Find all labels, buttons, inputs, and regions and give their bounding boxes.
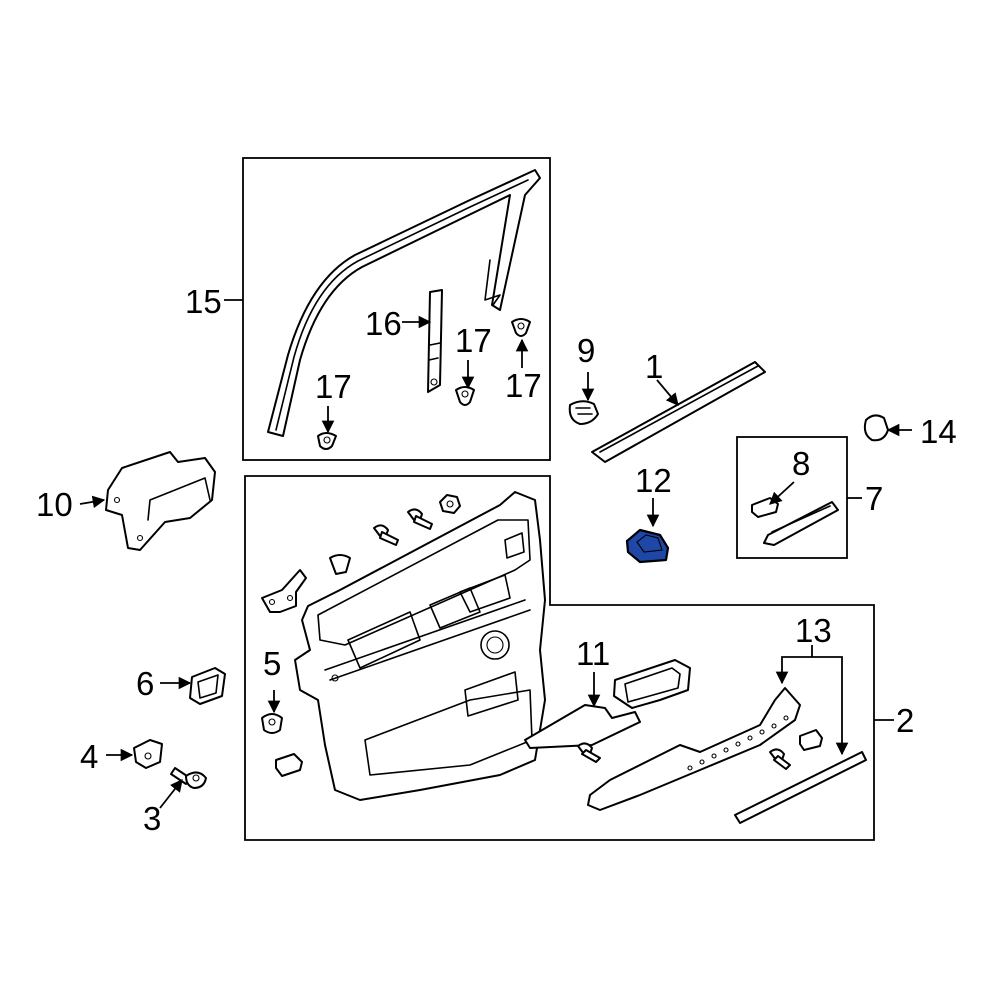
- panel-screw-a[interactable]: [373, 524, 399, 546]
- panel-screw-b[interactable]: [407, 508, 433, 530]
- panel-nut[interactable]: [439, 494, 461, 514]
- push-clip-b[interactable]: [455, 386, 475, 406]
- substrate-screw[interactable]: [769, 748, 791, 770]
- door-trim-panel-group-box: [244, 475, 875, 841]
- panel-bracket-small[interactable]: [261, 569, 307, 613]
- panel-retainer[interactable]: [261, 713, 283, 734]
- substrate-clip[interactable]: [799, 729, 823, 751]
- callout-2: 2: [896, 702, 914, 739]
- callout-8: 8: [792, 445, 810, 482]
- callout-5: 5: [263, 645, 281, 682]
- callout-6: 6: [136, 665, 154, 702]
- callout-17b: 17: [455, 322, 492, 359]
- armrest-strip[interactable]: [734, 751, 867, 824]
- panel-clip-b[interactable]: [275, 753, 303, 777]
- push-clip-c[interactable]: [511, 318, 531, 337]
- armrest-substrate[interactable]: [587, 687, 801, 811]
- push-clip-a[interactable]: [317, 432, 337, 450]
- callout-13: 13: [795, 612, 832, 649]
- callout-3: 3: [143, 800, 161, 837]
- callout-labels: 1 2 3 4 5 6 7 8 9 10 11 12 13 14 15 16 1…: [36, 283, 957, 837]
- belt-molding[interactable]: [591, 361, 766, 463]
- callout-15: 15: [185, 283, 222, 320]
- callout-11: 11: [576, 635, 610, 672]
- clip-nut[interactable]: [133, 739, 163, 769]
- substrate-screw-b[interactable]: [577, 742, 601, 763]
- callout-7: 7: [865, 480, 883, 517]
- callout-17c: 17: [505, 367, 542, 404]
- window-molding-group-box: [242, 157, 551, 461]
- storage-pocket-highlighted[interactable]: [625, 528, 670, 564]
- leader-lines: [79, 299, 912, 809]
- molding-clip[interactable]: [568, 400, 599, 425]
- callout-16: 16: [365, 305, 402, 342]
- callout-9: 9: [577, 332, 595, 369]
- callout-4: 4: [80, 738, 98, 775]
- switch-bezel[interactable]: [189, 667, 226, 705]
- molding-bracket[interactable]: [427, 289, 443, 393]
- scuff-plate[interactable]: [763, 501, 839, 546]
- callout-17a: 17: [315, 368, 352, 405]
- window-frame-molding[interactable]: [267, 169, 541, 437]
- callout-10: 10: [36, 486, 73, 523]
- panel-clip-a[interactable]: [329, 554, 351, 575]
- trim-screw[interactable]: [170, 767, 207, 789]
- armrest-pull-cup[interactable]: [524, 659, 691, 749]
- callout-1: 1: [645, 348, 663, 385]
- door-trim-panel[interactable]: [294, 491, 546, 801]
- callout-14: 14: [920, 413, 957, 450]
- trim-insulator[interactable]: [105, 451, 216, 551]
- trim-clip[interactable]: [863, 414, 889, 442]
- callout-12: 12: [635, 462, 672, 499]
